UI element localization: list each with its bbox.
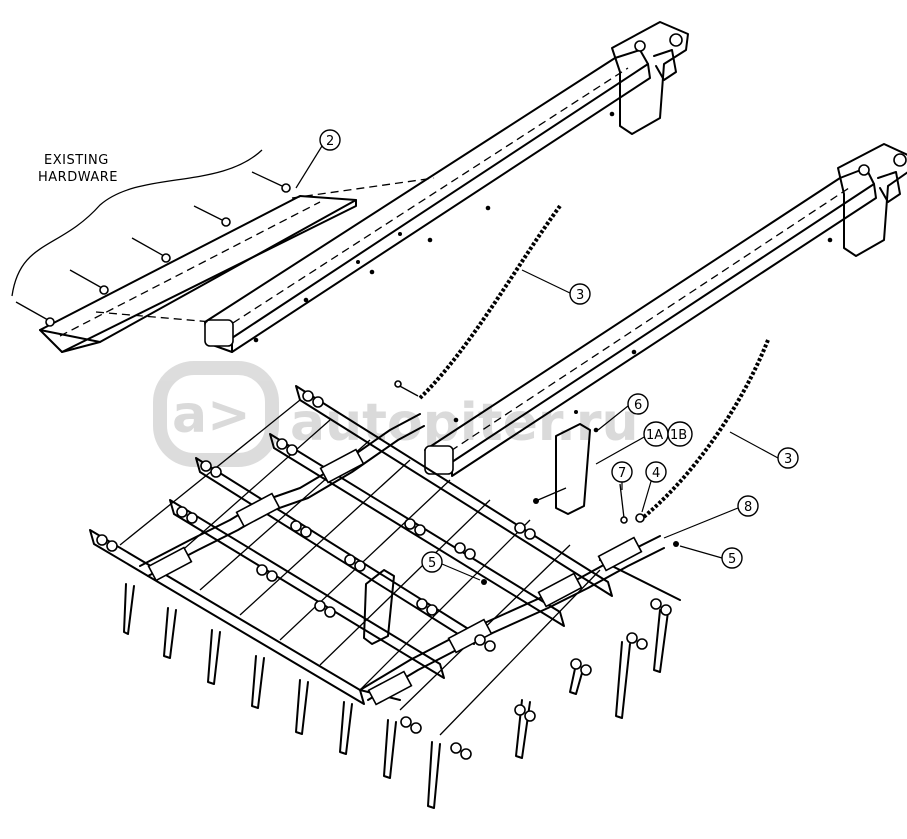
leader-lines [295,145,779,581]
arm-lower-end-cap [424,445,454,475]
svg-text:4: 4 [652,466,660,481]
svg-text:3: 3 [576,288,584,303]
drawbar-left [139,413,425,582]
arm-lower [424,143,907,477]
chains [418,204,770,522]
clevis-brackets [363,423,591,645]
callout-8: 8 [737,495,759,517]
mounting-bar [39,195,357,353]
callout-4: 4 [645,461,667,483]
callout-1b: 1B [667,421,693,447]
watermark-glyph: a> [172,385,251,445]
assembly-line-2 [95,311,213,323]
svg-text:1B: 1B [670,428,687,443]
tines-front [123,583,669,809]
tine-bars [89,385,613,705]
watermark: a> autopiter.ru [153,361,639,467]
svg-text:5: 5 [728,552,736,567]
callout-2: 2 [319,129,341,151]
callout-3-upper: 3 [569,283,591,305]
callout-5-left: 5 [421,551,443,573]
callout-7: 7 [611,461,633,483]
svg-text:3: 3 [784,452,792,467]
existing-hardware-bolts [15,171,291,327]
existing-hardware-label-line2: HARDWARE [38,170,118,185]
svg-text:7: 7 [618,466,626,481]
fasteners [394,380,679,585]
callout-5-right: 5 [721,547,743,569]
drawbar-right [359,535,665,706]
watermark-text: autopiter.ru [290,393,639,453]
callout-6: 6 [627,393,649,415]
svg-text:5: 5 [428,556,436,571]
svg-text:1A: 1A [646,428,663,443]
existing-hardware-label-line1: EXISTING [44,153,109,168]
existing-hardware-brace [11,149,263,297]
callout-1a: 1A [643,421,669,447]
bar-bolts [96,390,672,760]
arm-upper [204,21,689,353]
arm-upper-end-cap [204,319,234,347]
svg-text:6: 6 [634,398,642,413]
callout-3-lower: 3 [777,447,799,469]
harrow-frame [89,380,681,809]
assembly-line-1 [291,177,435,199]
svg-text:2: 2 [326,134,334,149]
svg-text:8: 8 [744,500,752,515]
